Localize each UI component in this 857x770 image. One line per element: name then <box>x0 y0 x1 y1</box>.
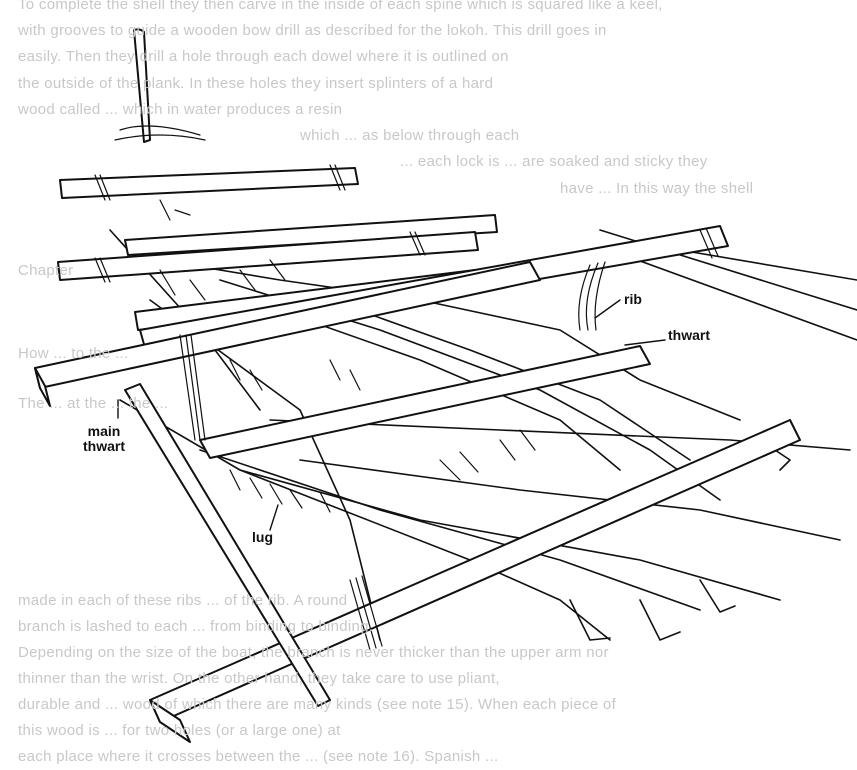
lashings <box>94 125 719 651</box>
label-rib: rib <box>624 291 642 307</box>
label-lug: lug <box>252 529 273 545</box>
label-main-thwart: main thwart <box>83 423 125 454</box>
post <box>133 28 151 143</box>
thwarts <box>34 167 801 743</box>
leader-lines <box>117 299 666 531</box>
label-thwart: thwart <box>668 327 710 343</box>
